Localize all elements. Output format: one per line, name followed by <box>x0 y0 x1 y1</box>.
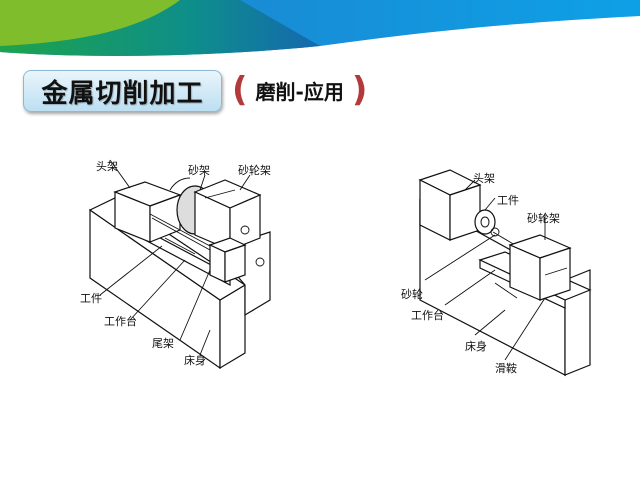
diagram-internal-grinder: 头架 工件 砂轮架 砂轮 工作台 床身 滑鞍 <box>395 160 605 385</box>
label-grinding-wheel: 砂架 <box>188 164 210 177</box>
label-bed: 床身 <box>184 354 206 367</box>
label-wheel-head: 砂轮架 <box>527 212 560 225</box>
label-tailstock: 尾架 <box>152 337 174 350</box>
diagram-external-grinder: 头架 砂架 砂轮架 工件 工作台 尾架 床身 <box>70 150 300 380</box>
subtitle-text: 磨削-应用 <box>255 79 344 104</box>
header-banner <box>0 0 640 60</box>
page-title: 金属切削加工 <box>41 78 204 109</box>
label-grinding-wheel: 砂轮 <box>401 288 423 301</box>
label-headstock: 头架 <box>473 172 495 185</box>
label-worktable: 工作台 <box>104 315 137 328</box>
label-workpiece: 工件 <box>497 194 519 207</box>
bracket-close: ) <box>351 70 368 110</box>
bracket-open: ( <box>232 70 248 110</box>
internal-grinder-drawing <box>418 169 592 377</box>
label-wheel-head: 砂轮架 <box>238 164 271 177</box>
label-workpiece: 工件 <box>80 292 102 305</box>
label-worktable: 工作台 <box>411 309 444 322</box>
subtitle: ( 磨削-应用 ) <box>232 70 367 110</box>
external-grinder-drawing <box>88 159 271 370</box>
label-slide: 滑鞍 <box>495 362 517 375</box>
title-box: 金属切削加工 <box>23 70 222 112</box>
label-headstock: 头架 <box>96 160 118 173</box>
label-bed: 床身 <box>465 340 487 353</box>
